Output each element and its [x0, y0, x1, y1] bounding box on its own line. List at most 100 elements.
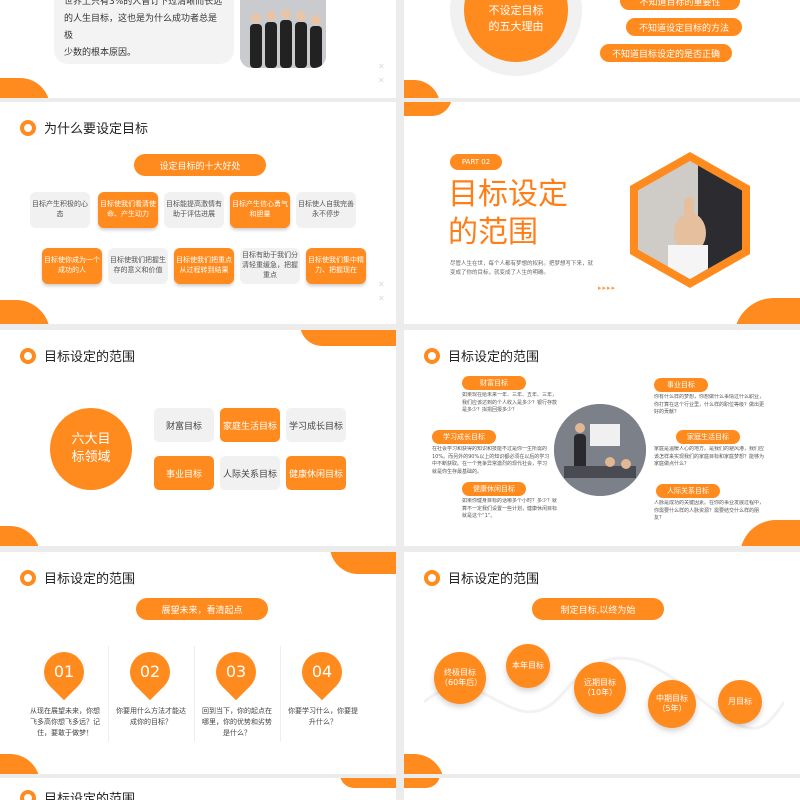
look-ahead-banner: 展望未来，看清起点 — [136, 598, 268, 620]
benefit-card: 目标使我们把重点从过程转到结果 — [174, 248, 234, 284]
slide-title: 目标设定的范围 — [448, 572, 540, 587]
domain-tile: 财富目标 — [154, 408, 214, 442]
step-text: 从现在展望未来，你想飞多高你想飞多远？记住，要敢于做梦！ — [30, 707, 100, 738]
business-team-photo — [240, 0, 326, 68]
step-text: 你要学习什么，你要提升什么？ — [288, 707, 358, 727]
goal-circle: 本年目标 — [506, 644, 550, 688]
ring-icon — [20, 347, 36, 364]
domains-center-circle: 六大目 标领域 — [50, 408, 132, 490]
slide-title: 为什么要设定目标 — [44, 122, 149, 137]
domain-text: 你有什么样的梦想，你想做什么事情过什么职业，你打算在这个行业里，什么样的职位等级… — [654, 394, 764, 415]
corner-wave — [734, 298, 800, 324]
arrow-dots-icon: ▸▸▸▸ — [598, 284, 617, 292]
step-divider — [280, 646, 281, 742]
benefit-card: 目标有助于我们分清轻重缓急，把握重点 — [240, 248, 300, 284]
corner-wave — [404, 754, 444, 774]
slide-header: 目标设定的范围 — [20, 788, 135, 800]
x-mark-icon: ✕ — [378, 294, 385, 303]
x-mark-icon: ✕ — [378, 62, 385, 71]
corner-wave — [404, 80, 440, 98]
intro-text-box: 世界上只有3%的人曾订下过清晰而长远 的人生目标，这也是为什么成功者总是极 少数… — [54, 0, 234, 64]
domain-tile: 健康休闲目标 — [286, 456, 346, 490]
slide-title: 目标设定的范围 — [44, 572, 136, 587]
circle-text: 不设定目标 — [488, 4, 544, 17]
section-desc-line: 变成了你的目标，就变成了人生的明确。 — [450, 270, 550, 277]
domain-text: 人脉是成功的关键因素。在你的事业发展过程中，你需要什么样的人脉资源？需要结交什么… — [654, 500, 764, 521]
section-title-line: 的范围 — [448, 214, 538, 250]
slide-domain-details[interactable]: 目标设定的范围 财富目标 如果现在给未来一年、三年、五年、三年，我们应该达到的个… — [404, 330, 800, 546]
slide-ten-benefits[interactable]: 为什么要设定目标 设定目标的十大好处 目标产生积极的心态 目标使我们看清使命、产… — [0, 102, 396, 324]
domain-text: 如果你健身目标的话哪多个小时？多少？就算不一定我们设置一些计划，健康休闲目标就是… — [462, 498, 558, 519]
corner-wave — [0, 754, 40, 774]
step-divider — [108, 646, 109, 742]
benefits-banner: 设定目标的十大好处 — [134, 154, 266, 176]
section-title-line: 目标设定 — [448, 177, 568, 212]
reason-pill: 不知道设定目标的方法 — [626, 18, 742, 36]
step-text: 你要用什么方法才能达成你的目标？ — [116, 707, 186, 727]
corner-wave — [300, 330, 396, 346]
x-mark-icon: ✕ — [378, 280, 385, 289]
step-number: 03 — [225, 662, 247, 681]
benefit-card: 目标使我们看清使命、产生动力 — [98, 192, 158, 228]
ring-icon — [20, 119, 36, 136]
meeting-photo — [554, 404, 646, 496]
corner-wave — [0, 78, 50, 98]
corner-wave — [340, 778, 396, 788]
domain-label: 人际关系目标 — [656, 484, 720, 498]
goal-circle: 中期目标（5年） — [648, 680, 696, 728]
slide-header: 目标设定的范围 — [20, 568, 135, 587]
domain-tile: 学习成长目标 — [286, 408, 346, 442]
corner-wave — [404, 778, 440, 788]
domain-text: 在社会学习和获得的知识和技能不过是你一生所需的10%。而另外的90%以上的知识都… — [432, 446, 550, 475]
domain-label: 健康休闲目标 — [462, 482, 526, 496]
domain-text: 家庭是温暖人心的地方。是我们的避风港，我们应该怎样来实现我们的家庭目标和家庭梦想… — [654, 446, 764, 467]
center-text: 标领域 — [71, 450, 111, 465]
benefit-card: 目标使你成为一个成功的人 — [42, 248, 102, 284]
center-text: 六大目 — [71, 431, 111, 447]
slide-look-ahead[interactable]: 目标设定的范围 展望未来，看清起点 01 从现在展望未来，你想飞多高你想飞多远？… — [0, 552, 396, 774]
corner-wave — [330, 552, 396, 574]
ring-icon — [424, 569, 440, 586]
domain-tile: 家庭生活目标 — [220, 408, 280, 442]
corner-wave — [0, 300, 50, 324]
section-desc-line: 尽管人生在世，每个人都有梦想的权利。把梦想写下来，就 — [450, 261, 594, 267]
benefit-card: 目标能提高激情有助于评估进展 — [164, 192, 224, 228]
slide-goal-timeline[interactable]: 目标设定的范围 制定目标,以终为始 终极目标（60年后） 本年目标 远期目标（1… — [404, 552, 800, 774]
reason-pill: 不知道目标设定的是否正确 — [600, 44, 732, 62]
reason-pill: 不知道目标的重要性 — [620, 0, 740, 10]
section-desc: 尽管人生在世，每个人都有梦想的权利。把梦想写下来，就 变成了你的目标，就变成了人… — [450, 260, 600, 279]
circle-text: 的五大理由 — [488, 20, 544, 33]
slide-header: 目标设定的范围 — [424, 346, 539, 365]
benefit-card: 目标产生积极的心态 — [30, 192, 90, 228]
slide-blank-bottom[interactable] — [404, 778, 800, 800]
slide-reasons-left[interactable]: 世界上只有3%的人曾订下过清晰而长远 的人生目标，这也是为什么成功者总是极 少数… — [0, 0, 396, 98]
slide-header: 为什么要设定目标 — [20, 118, 148, 137]
benefit-card: 目标使我们把握生存的意义和价值 — [108, 248, 168, 284]
part-badge: PART 02 — [450, 154, 502, 170]
step-text: 回到当下，你的起点在哪里，你的优势和劣势是什么？ — [202, 707, 272, 738]
corner-wave — [404, 102, 452, 116]
slide-title: 目标设定的范围 — [44, 792, 136, 800]
goal-circle: 终极目标（60年后） — [434, 652, 486, 704]
slide-range-bottom[interactable]: 目标设定的范围 — [0, 778, 396, 800]
ring-icon — [424, 347, 440, 364]
benefit-card: 目标产生信心勇气和胆量 — [230, 192, 290, 228]
intro-line: 少数的根本原因。 — [64, 48, 137, 59]
ring-icon — [20, 569, 36, 586]
slide-six-domains[interactable]: 目标设定的范围 六大目 标领域 财富目标 家庭生活目标 学习成长目标 事业目标 … — [0, 330, 396, 546]
goal-circle: 月目标 — [718, 680, 762, 724]
corner-wave — [740, 520, 800, 546]
step-number: 01 — [53, 662, 75, 681]
step-number: 02 — [139, 662, 161, 681]
domain-label: 家庭生活目标 — [676, 430, 740, 444]
intro-line: 世界上只有3%的人曾订下过清晰而长远 — [64, 0, 223, 7]
domain-tile: 事业目标 — [154, 456, 214, 490]
domain-tile: 人际关系目标 — [220, 456, 280, 490]
corner-wave — [0, 526, 40, 546]
domain-text: 如果现在给未来一年、三年、五年、三年，我们应该达到的个人收入是多少？银行存款是多… — [462, 392, 558, 413]
benefit-card: 目标使人自我完善永不停步 — [296, 192, 356, 228]
slide-reasons-right[interactable]: 不设定目标 的五大理由 不知道目标的重要性 不知道设定目标的方法 不知道目标设定… — [404, 0, 800, 98]
slide-part-02[interactable]: PART 02 目标设定 的范围 尽管人生在世，每个人都有梦想的权利。把梦想写下… — [404, 102, 800, 324]
benefit-card: 目标使我们集中精力、把握现在 — [306, 248, 366, 284]
timeline-banner: 制定目标,以终为始 — [532, 598, 664, 620]
